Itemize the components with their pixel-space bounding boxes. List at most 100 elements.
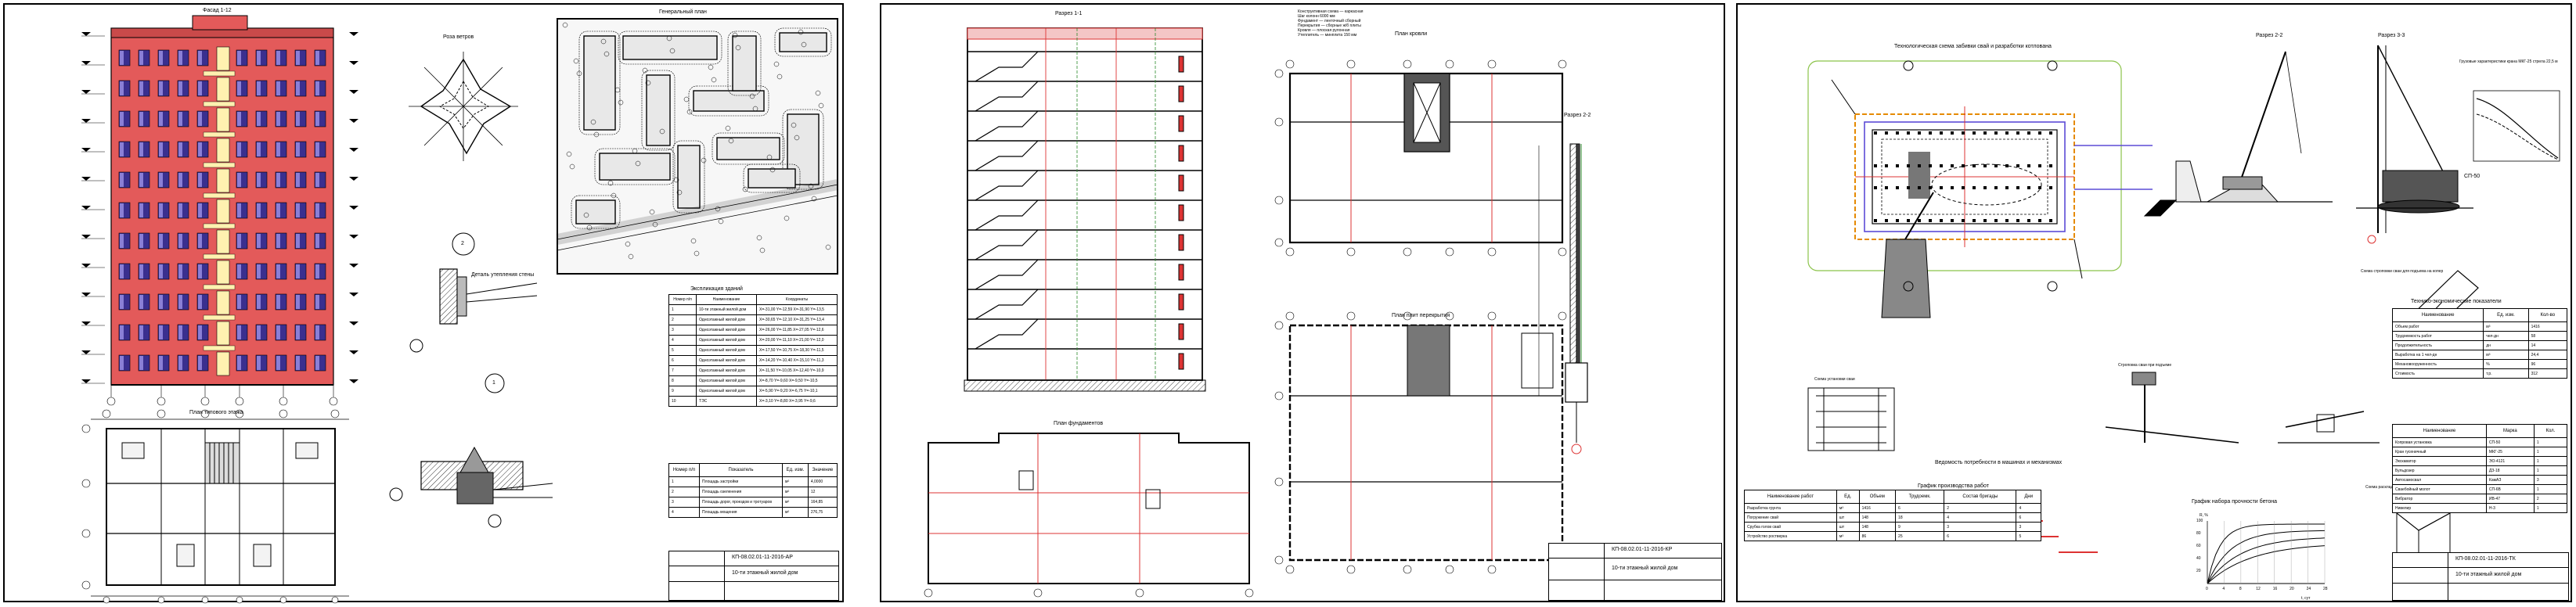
pile-point — [1907, 219, 1910, 222]
window-section — [1178, 145, 1184, 162]
axis-bubble — [1445, 59, 1454, 69]
axis-bubble — [200, 409, 210, 418]
table-cell: Выработка на 1 чел-дн — [2391, 350, 2484, 360]
window-glass — [257, 112, 261, 126]
table-header: Дни — [2016, 490, 2041, 504]
table-cell: 24,4 — [2527, 350, 2568, 360]
pile-point — [1907, 131, 1910, 135]
table-cell: дн — [2483, 340, 2529, 350]
section-2-2-title: Разрез 2-2 — [1564, 113, 1591, 118]
tree — [614, 87, 621, 93]
roof-plan — [1288, 72, 1564, 244]
level-mark — [349, 206, 358, 210]
table-cell: чел-дн — [2483, 331, 2529, 341]
table-header: Показатель — [698, 463, 784, 477]
level-mark — [81, 235, 91, 239]
pile-point — [2005, 131, 2009, 135]
axis-bubble — [102, 409, 111, 418]
axis-bubble — [81, 479, 91, 488]
window-glass — [159, 295, 163, 309]
window-glass — [159, 112, 163, 126]
tree — [652, 221, 658, 228]
window-glass — [139, 234, 143, 248]
tree — [583, 212, 589, 218]
table-cell: 58 — [2527, 331, 2568, 341]
window-glass — [237, 112, 241, 126]
y-tick-label: 60 — [2196, 544, 2201, 548]
pile-point — [1973, 164, 1976, 167]
axis-bubble — [1274, 555, 1284, 565]
window-glass — [296, 51, 300, 65]
tree — [590, 119, 596, 125]
balcony — [203, 345, 236, 351]
stamp-code: КП-08.02.01-11-2016-КР — [1612, 547, 1673, 552]
table-cell: Площадь застройки — [698, 476, 784, 487]
tree — [569, 163, 575, 170]
window-glass — [139, 325, 143, 339]
table-cell: 1 — [2533, 447, 2568, 457]
tree — [673, 177, 679, 183]
node-1-label: 1 — [492, 380, 495, 386]
building-outline — [583, 35, 616, 131]
axis-bubble — [157, 397, 166, 406]
window-glass — [159, 142, 163, 156]
axis-bubble — [1274, 117, 1284, 127]
table-cell: 148 — [1858, 512, 1897, 523]
wind-rose — [409, 52, 518, 256]
pile-install-title: Схема установки сваи — [1814, 377, 1855, 382]
window-glass — [276, 264, 280, 278]
tree — [711, 77, 717, 83]
axis-bubble — [1033, 588, 1043, 598]
pile-point — [1896, 186, 1899, 189]
window-glass — [237, 234, 241, 248]
tree — [694, 250, 700, 257]
pile-point — [1874, 219, 1877, 222]
building-outline — [677, 145, 701, 209]
tree — [645, 80, 651, 86]
level-mark — [81, 177, 91, 181]
pile-point — [1951, 131, 1954, 135]
table-header: Наименование — [2392, 424, 2487, 438]
table-cell: X=-30,65 Y=-12,10 X=-31,25 Y=-13,4 — [756, 314, 838, 325]
axis-bubble — [1285, 59, 1295, 69]
window-glass — [120, 112, 124, 126]
table-header: Состав бригады — [1944, 490, 2017, 504]
axis-bubble — [1403, 311, 1412, 321]
section-1-1 — [964, 27, 1206, 392]
tree — [811, 196, 817, 202]
driveway — [641, 70, 676, 151]
note-line: Кровля — плоская рулонная — [1298, 28, 1350, 33]
table-cell: Погружение свай — [1744, 512, 1837, 523]
pile-point — [2049, 219, 2052, 222]
axis-bubble — [157, 409, 166, 418]
table-cell: 2 — [668, 314, 697, 325]
window-glass — [257, 325, 261, 339]
sheet-structural: Разрез 1-1 План фундаментов План кровли … — [880, 3, 1725, 602]
table-cell: 6 — [1944, 531, 2017, 541]
table-cell: 3 — [1944, 522, 2017, 532]
table-cell: Площадь озеленения — [698, 487, 784, 497]
table-header: Ед. изм. — [2483, 308, 2529, 322]
table-row: Механовооруженность%96 — [2391, 359, 2568, 369]
window-glass — [120, 295, 124, 309]
table-cell: КамАЗ — [2485, 475, 2535, 485]
window-glass — [198, 203, 202, 217]
x-tick-label: 8 — [2239, 587, 2242, 591]
stair-flight — [975, 51, 1039, 82]
window-glass — [120, 203, 124, 217]
table-cell: 10 — [668, 396, 697, 407]
pile-point — [1896, 164, 1899, 167]
node-2-label: 2 — [461, 241, 464, 246]
note-line: Конструктивная схема — каркасная — [1298, 9, 1364, 14]
pile-point — [1929, 186, 1932, 189]
tree — [628, 253, 634, 260]
balcony — [203, 192, 236, 199]
pile-point — [1929, 164, 1932, 167]
pile-point — [1874, 186, 1877, 189]
axis-bubble — [1346, 311, 1356, 321]
